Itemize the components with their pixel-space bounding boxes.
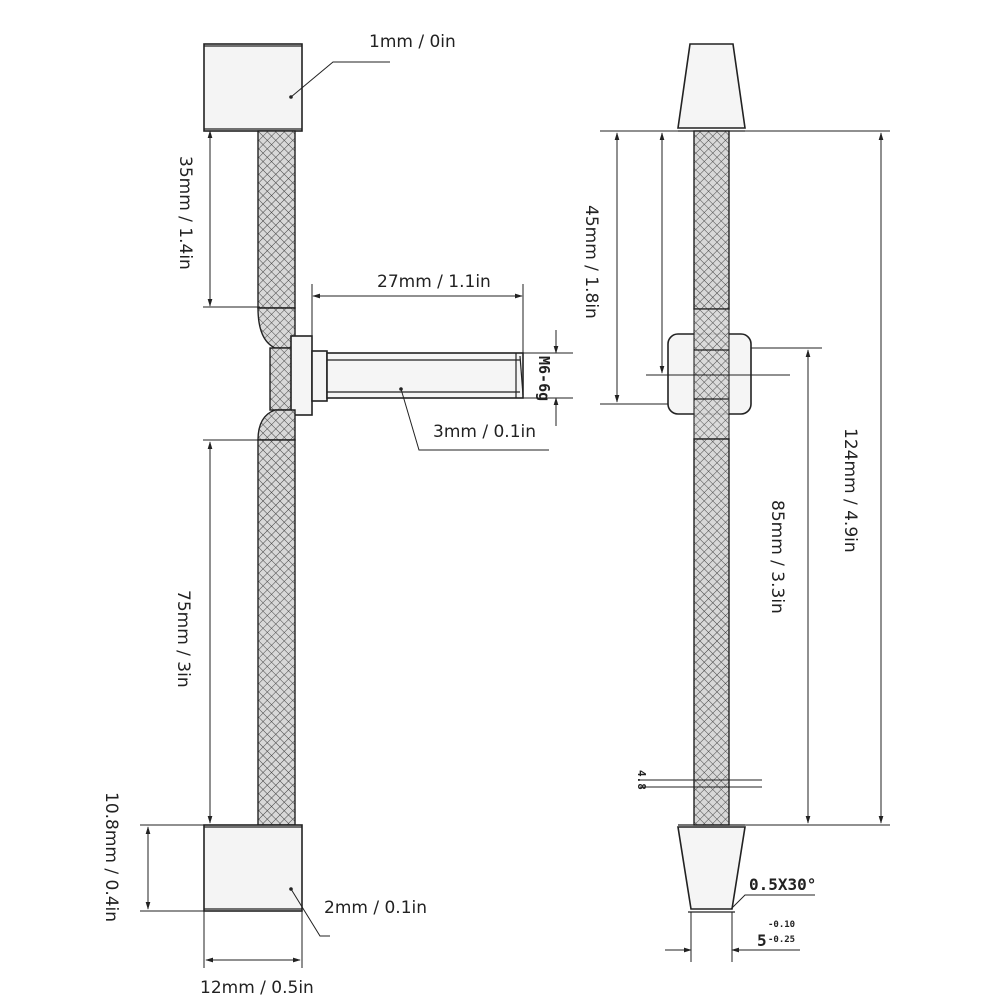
nut-shaft	[693, 308, 730, 440]
left-view: 1mm / 0in 2mm / 0.1in 35m	[101, 32, 573, 998]
joint-upper	[257, 307, 296, 349]
top-cap-leader	[290, 61, 390, 98]
right-lower-shaft	[693, 438, 730, 826]
bolt-head	[311, 350, 328, 402]
right-upper-shaft	[693, 130, 730, 310]
bottom-cap	[203, 824, 303, 912]
bottom-cap-label: 2mm / 0.1in	[324, 898, 427, 918]
chamfer-leader	[730, 894, 815, 910]
washer	[290, 335, 313, 416]
cap-width-label: 12mm / 0.5in	[200, 978, 314, 998]
top-tapered-tip	[677, 43, 746, 129]
bolt-tip-leader	[400, 388, 549, 451]
joint-lower	[257, 409, 296, 441]
thread-label: M6-6g	[535, 356, 553, 401]
right-upper-length-label: 45mm / 1.8in	[581, 205, 601, 319]
bolt-tip-label: 3mm / 0.1in	[433, 422, 536, 442]
lower-knurled-shaft	[257, 439, 296, 826]
right-view: 45mm / 1.8in 124mm / 4.9in 85mm / 3.3in …	[581, 43, 890, 962]
bottom-cap-leader	[290, 888, 330, 937]
small-dim-label: 4.8	[635, 770, 648, 790]
tolerance-lower: -0.25	[768, 935, 795, 945]
chamfer-label: 0.5X30°	[749, 875, 816, 894]
top-cap	[203, 43, 303, 132]
total-length-label: 124mm / 4.9in	[840, 428, 860, 553]
cap-height-label: 10.8mm / 0.4in	[101, 792, 121, 922]
right-lower-length-label: 85mm / 3.3in	[767, 500, 787, 614]
bolt-length-label: 27mm / 1.1in	[377, 272, 491, 292]
upper-knurled-shaft	[257, 130, 296, 309]
lower-length-label: 75mm / 3in	[173, 590, 193, 688]
diameter-label: 5	[757, 931, 767, 950]
tolerance-upper: -0.10	[768, 920, 795, 930]
bottom-tapered-tip	[677, 826, 746, 910]
top-cap-label: 1mm / 0in	[369, 32, 456, 52]
upper-length-label: 35mm / 1.4in	[175, 156, 195, 270]
